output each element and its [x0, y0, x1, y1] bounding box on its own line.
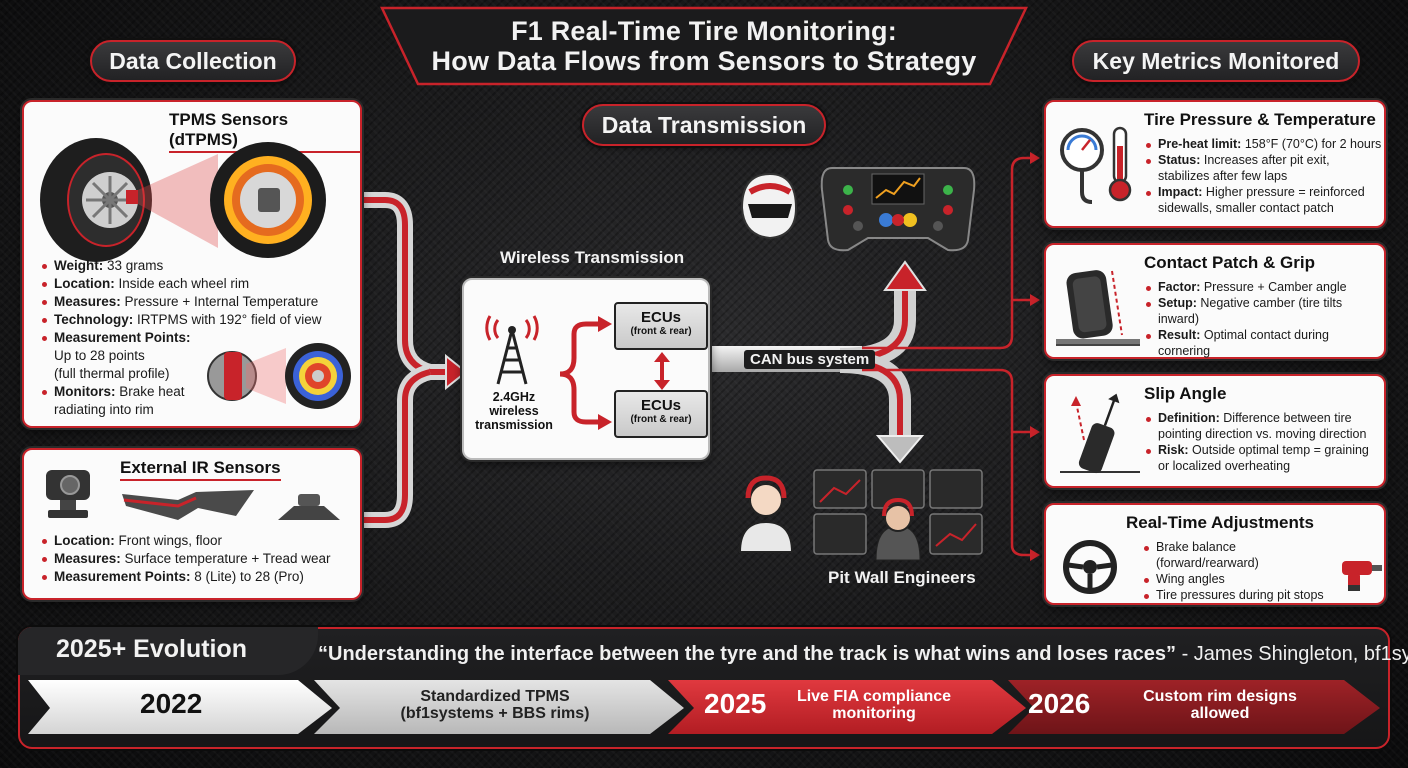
timeline-desc-2025: Live FIA compliance monitoring	[796, 688, 952, 722]
steering-icon	[1063, 540, 1117, 594]
section-key-metrics: Key Metrics Monitored	[1072, 40, 1360, 82]
antenna-text: 2.4GHz wireless transmission	[475, 390, 553, 432]
page-subtitle: How Data Flows from Sensors to Strategy	[431, 46, 977, 76]
tpms-item: Location: Inside each wheel rim	[40, 275, 360, 293]
tire-sensor-illustration	[40, 138, 326, 262]
tpms-bullets: Weight: 33 grams Location: Inside each w…	[40, 257, 360, 419]
timeline-year-2026: 2026	[1028, 688, 1091, 719]
pressure-item: sidewalls, smaller contact patch	[1158, 201, 1334, 215]
pressure-title: Tire Pressure & Temperature	[1144, 110, 1376, 129]
title-banner: F1 Real-Time Tire Monitoring: How Data F…	[380, 6, 1028, 86]
evolution-quote: “Understanding the interface between the…	[318, 643, 1408, 666]
contact-bullets: Factor: Pressure + Camber angle Setup: N…	[1144, 279, 1384, 359]
contact-item: Factor: Pressure + Camber angle	[1144, 279, 1384, 295]
pressure-item: Status: Increases after pit exit,	[1144, 152, 1384, 168]
contact-item: Result: Optimal contact during cornering	[1144, 327, 1384, 359]
section-data-transmission: Data Transmission	[582, 104, 826, 146]
slip-item: Definition: Difference between tire	[1144, 410, 1384, 426]
slip-angle-icon	[1060, 393, 1140, 474]
adjust-title: Real-Time Adjustments	[1126, 513, 1314, 532]
slip-bullets: Definition: Difference between tire poin…	[1144, 410, 1384, 474]
ecu-link-arrow	[654, 352, 670, 390]
timeline-step-standardized	[314, 680, 684, 734]
timeline-step-2025	[668, 680, 1026, 734]
camera-icon	[46, 470, 90, 518]
ir-item: Measures: Surface temperature + Tread we…	[40, 550, 360, 568]
tpms-item: Measures: Pressure + Internal Temperatur…	[40, 293, 360, 311]
slip-item: pointing direction vs. moving direction	[1158, 427, 1367, 441]
tpms-item: Technology: IRTPMS with 192° field of vi…	[40, 311, 360, 329]
adjust-item: Wing angles	[1142, 571, 1342, 587]
timeline-year-2025: 2025	[704, 688, 767, 719]
can-bus-label: CAN bus system	[744, 350, 876, 369]
ir-item: Location: Front wings, floor	[40, 532, 360, 550]
wireless-transmission-label: Wireless Transmission	[500, 248, 685, 267]
tpms-item: Measurement Points:	[40, 329, 360, 347]
timeline-step-2022	[28, 680, 332, 734]
timeline-arrows	[28, 680, 1380, 734]
tpms-item: radiating into rim	[54, 402, 154, 417]
quote-text: “Understanding the interface between the…	[318, 643, 1177, 665]
antenna-icon	[485, 315, 539, 385]
contact-item: inward)	[1158, 312, 1199, 326]
slip-item: Risk: Outside optimal temp = graining	[1144, 442, 1384, 458]
adjustments-card: Real-Time Adjustments Brake balance (for…	[1044, 503, 1386, 605]
transmission-card: 2.4GHz wireless transmission ECUs (front…	[462, 278, 710, 460]
tpms-card: TPMS Sensors (dTPMS) Weight: 33 grams Lo…	[22, 100, 362, 428]
ir-card: External IR Sensors Location: Front wing…	[22, 448, 362, 600]
timeline-desc-standardized: Standardized TPMS (bf1systems + BBS rims…	[400, 688, 590, 722]
steering-wheel-icon	[820, 167, 976, 252]
pressure-bullets: Pre-heat limit: 158°F (70°C) for 2 hours…	[1144, 136, 1384, 216]
timeline-step-2026	[1008, 680, 1380, 734]
ir-bullets: Location: Front wings, floor Measures: S…	[40, 532, 360, 586]
tpms-item: Monitors: Brake heat	[40, 383, 360, 401]
quote-attribution: - James Shingleton, bf1systems	[1181, 643, 1408, 665]
ir-title: External IR Sensors	[120, 458, 281, 481]
slip-title: Slip Angle	[1144, 384, 1227, 403]
timeline-desc-2026: Custom rim designs allowed	[1143, 688, 1297, 722]
contact-item: Setup: Negative camber (tire tilts	[1144, 295, 1384, 311]
ir-item: Measurement Points: 8 (Lite) to 28 (Pro)	[40, 568, 360, 586]
page-title: F1 Real-Time Tire Monitoring:	[511, 16, 897, 46]
adjust-item: Tire pressures during pit stops	[1142, 587, 1342, 603]
tpms-item: Up to 28 points	[54, 348, 145, 363]
camber-tire-icon	[1056, 270, 1140, 346]
split-arrows	[559, 316, 612, 430]
timeline-year-2022: 2022	[140, 688, 203, 719]
brake-heat-icon	[207, 343, 351, 409]
tpms-item: Weight: 33 grams	[40, 257, 360, 275]
contact-title: Contact Patch & Grip	[1144, 253, 1315, 272]
pit-wall-icon	[738, 469, 983, 561]
slip-angle-card: Slip Angle Definition: Difference betwee…	[1044, 374, 1386, 488]
evolution-title-tab	[18, 627, 318, 675]
adjust-item: Brake balance (forward/rearward)	[1142, 539, 1342, 571]
tpms-item: (full thermal profile)	[54, 366, 170, 381]
adjust-bullets: Brake balance (forward/rearward) Wing an…	[1142, 539, 1342, 603]
impact-wrench-icon	[1342, 561, 1382, 591]
front-wing-icon	[122, 490, 254, 520]
pressure-item: stabilizes after few laps	[1158, 169, 1288, 183]
evolution-title: 2025+ Evolution	[56, 635, 248, 663]
gauge-thermometer-icon	[1060, 126, 1132, 204]
floor-sensor-icon	[278, 494, 340, 520]
pressure-item: Impact: Higher pressure = reinforced	[1144, 184, 1384, 200]
slip-item: or localized overheating	[1158, 459, 1291, 473]
pressure-temp-card: Tire Pressure & Temperature Pre-heat lim…	[1044, 100, 1386, 228]
section-data-collection: Data Collection	[90, 40, 296, 82]
ecu-chip-rear: ECUs (front & rear)	[614, 390, 708, 438]
helmet-icon	[740, 172, 798, 240]
ecu-chip-front: ECUs (front & rear)	[614, 302, 708, 350]
contact-patch-card: Contact Patch & Grip Factor: Pressure + …	[1044, 243, 1386, 359]
pit-wall-label: Pit Wall Engineers	[828, 568, 976, 587]
pressure-item: Pre-heat limit: 158°F (70°C) for 2 hours	[1144, 136, 1384, 152]
